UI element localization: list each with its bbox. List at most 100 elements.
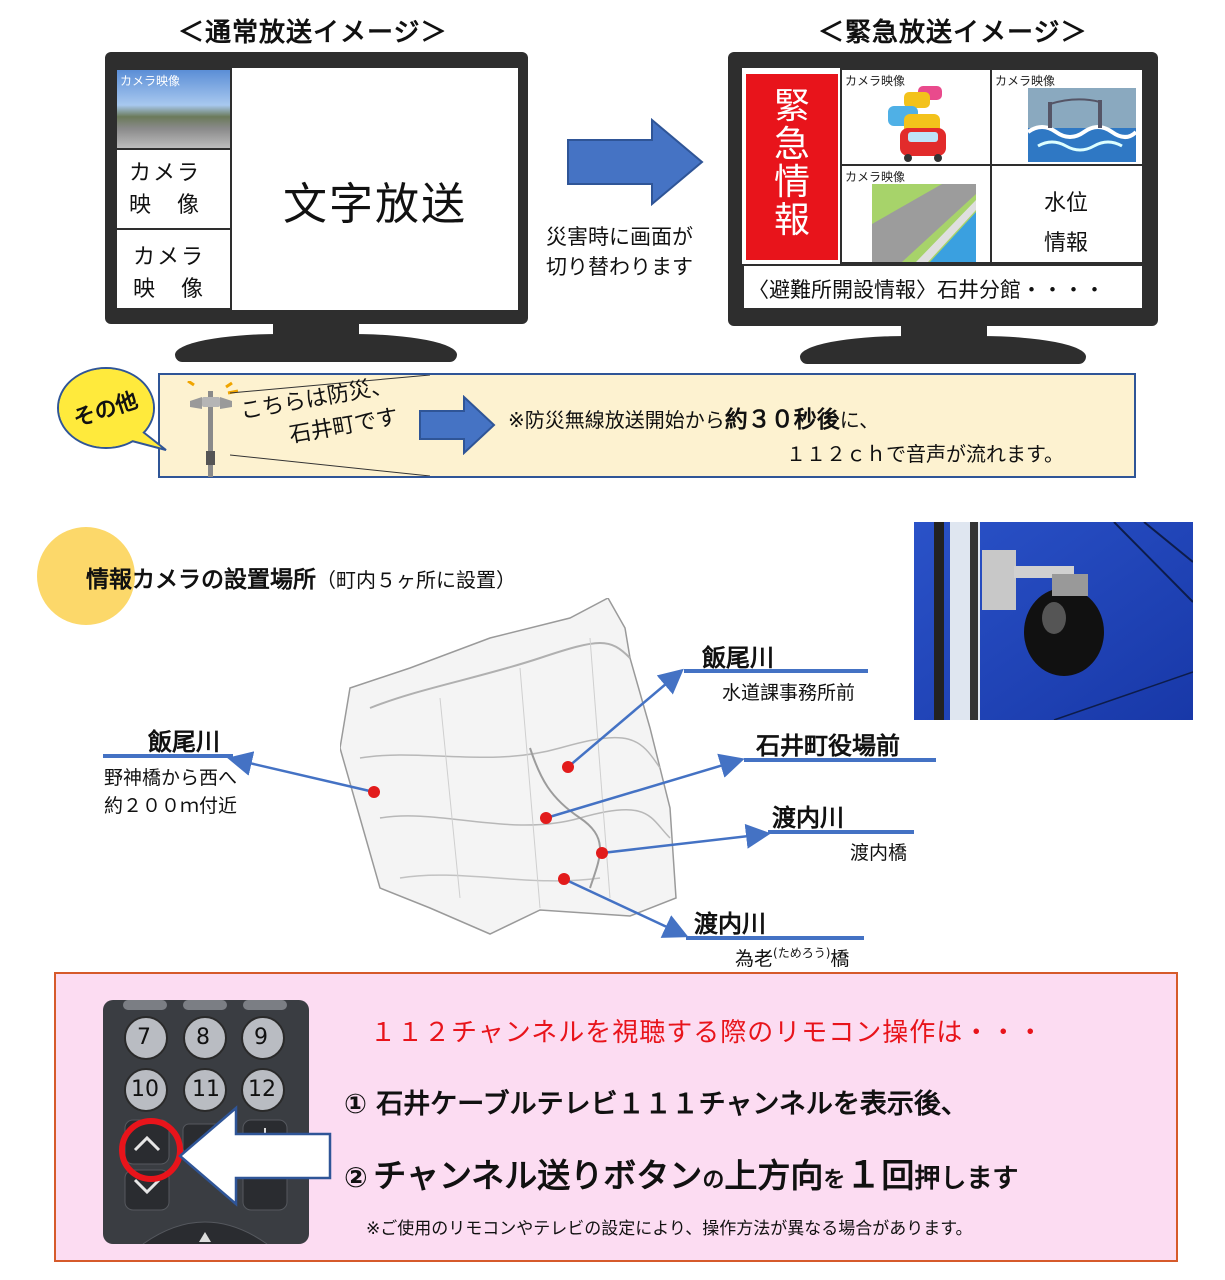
river-camera-cell: カメラ映像 bbox=[840, 164, 992, 264]
notice-line1: ※防災無線放送開始から約３０秒後に、 bbox=[508, 403, 1064, 437]
location-4-detail: 渡内橋 bbox=[850, 842, 908, 864]
camera-cell-2-line1: カメラ bbox=[133, 245, 206, 270]
step2-press: 押します bbox=[914, 1164, 1019, 1194]
transition-caption-line1: 災害時に画面が bbox=[546, 225, 693, 249]
flood-camera-cell: カメラ映像 bbox=[990, 68, 1144, 166]
town-map bbox=[340, 598, 677, 935]
notice-suffix: に、 bbox=[839, 408, 880, 432]
emergency-broadcast-heading: ＜緊急放送イメージ＞ bbox=[818, 18, 1088, 48]
traffic-camera-label: カメラ映像 bbox=[845, 74, 906, 88]
notice-line2: １１２ｃｈで音声が流れます。 bbox=[786, 442, 1064, 466]
camera-locations-subtitle: （町内５ヶ所に設置） bbox=[316, 568, 516, 592]
camera-cell-1-line2: 映 像 bbox=[129, 193, 202, 218]
step2-one: １ bbox=[845, 1155, 882, 1196]
flood-camera-label: カメラ映像 bbox=[995, 74, 1056, 88]
speaker-pole-icon bbox=[187, 381, 239, 477]
remote-key-10[interactable]: 10 bbox=[131, 1077, 159, 1102]
water-level-cell: 水位 情報 bbox=[990, 164, 1144, 264]
location-marker bbox=[558, 873, 570, 885]
connector-tonai-bridge bbox=[601, 823, 771, 855]
remote-heading: １１２チャンネルを視聴する際のリモコン操作は・・・ bbox=[370, 1018, 1045, 1048]
emergency-banner-text: 緊急情報 bbox=[773, 86, 810, 241]
normal-broadcast-heading: ＜通常放送イメージ＞ bbox=[178, 18, 448, 48]
other-info-box: こちらは防災、 石井町です ※防災無線放送開始から約３０秒後に、 １１２ｃｈで音… bbox=[158, 373, 1136, 478]
channel-up-highlight bbox=[119, 1118, 183, 1182]
camera-cell-2-line2: 映 像 bbox=[133, 277, 206, 302]
emergency-ticker-text: 〈避難所開設情報〉石井分館・・・・ bbox=[748, 278, 1105, 302]
section-marker-circle bbox=[37, 527, 135, 625]
traffic-jam-icon bbox=[888, 86, 946, 162]
flood-icon bbox=[1028, 88, 1136, 162]
emergency-banner: 緊急情報 bbox=[746, 74, 838, 260]
location-3-underline bbox=[744, 758, 936, 762]
normal-tv-base bbox=[175, 334, 457, 362]
remote-note: ※ご使用のリモコンやテレビの設定により、操作方法が異なる場合があります。 bbox=[366, 1219, 973, 1239]
location-5-detail-main: 為老 bbox=[735, 948, 774, 970]
camera-photo bbox=[914, 522, 1193, 720]
step2-no: の bbox=[702, 1168, 725, 1193]
location-1-detail-line1: 野神橋から西へ bbox=[104, 767, 238, 789]
remote-key-8[interactable]: 8 bbox=[196, 1025, 210, 1050]
step2-up: 上方向 bbox=[724, 1156, 824, 1195]
location-5-underline bbox=[686, 936, 864, 940]
remote-step1: ① 石井ケーブルテレビ１１１チャンネルを表示後、 bbox=[344, 1089, 968, 1120]
camera-locations-heading: 情報カメラの設置場所 bbox=[86, 567, 316, 593]
connector-tameroo-bridge bbox=[563, 877, 689, 938]
notice-arrow-icon bbox=[419, 395, 496, 455]
emergency-tv-base bbox=[800, 336, 1086, 364]
location-3-name: 石井町役場前 bbox=[756, 732, 900, 760]
connector-iio-water bbox=[567, 668, 684, 768]
location-1-underline bbox=[103, 754, 233, 758]
location-5-detail-ruby: (ためろう) bbox=[773, 946, 831, 960]
remote-key-7[interactable]: 7 bbox=[137, 1025, 151, 1050]
remote-key-12[interactable]: 12 bbox=[248, 1077, 276, 1102]
camera-cell-2: カメラ 映 像 bbox=[115, 228, 232, 310]
river-icon bbox=[872, 184, 976, 262]
notice-text: ※防災無線放送開始から約３０秒後に、 １１２ｃｈで音声が流れます。 bbox=[508, 403, 1064, 471]
normal-tv-screen: カメラ映像 カメラ 映 像 カメラ 映 像 文字放送 bbox=[115, 68, 518, 310]
notice-prefix: ※防災無線放送開始から bbox=[508, 408, 725, 432]
remote-key-9[interactable]: 9 bbox=[254, 1025, 268, 1050]
camera-image-label: カメラ映像 bbox=[120, 74, 181, 88]
remote-step2: ② チャンネル送りボタンの上方向を１回押します bbox=[344, 1146, 1018, 1198]
connector-town-office bbox=[545, 753, 745, 820]
water-level-line1: 水位 bbox=[1044, 191, 1089, 216]
transition-caption-line2: 切り替わります bbox=[546, 255, 693, 279]
emergency-tv: 緊急情報 カメラ映像 カメラ映像 bbox=[728, 52, 1158, 326]
location-2-underline bbox=[684, 669, 868, 673]
location-5-detail-end: 橋 bbox=[830, 948, 850, 970]
location-2-detail: 水道課事務所前 bbox=[722, 682, 856, 704]
connector-iio-west bbox=[227, 751, 375, 794]
location-1-detail: 野神橋から西へ 約２００ｍ付近 bbox=[104, 764, 237, 820]
location-marker bbox=[540, 812, 552, 824]
transition-caption: 災害時に画面が 切り替わります bbox=[546, 222, 693, 282]
step2-wo: を bbox=[823, 1168, 846, 1193]
water-level-line2: 情報 bbox=[1044, 231, 1089, 256]
river-camera-label: カメラ映像 bbox=[845, 170, 906, 184]
location-1-name: 飯尾川 bbox=[148, 728, 220, 756]
location-4-underline bbox=[768, 830, 914, 834]
sound-lines-decoration bbox=[230, 375, 430, 476]
step2-number: ② bbox=[344, 1161, 368, 1194]
location-2-name: 飯尾川 bbox=[702, 644, 774, 672]
camera-locations-title: 情報カメラの設置場所（町内５ヶ所に設置） bbox=[86, 560, 516, 594]
point-arrow-icon bbox=[178, 1105, 332, 1207]
location-1-detail-line2: 約２００ｍ付近 bbox=[104, 795, 238, 817]
location-marker bbox=[562, 761, 574, 773]
emergency-ticker: 〈避難所開設情報〉石井分館・・・・ bbox=[742, 264, 1144, 310]
camera-cell-1: カメラ 映 像 bbox=[115, 148, 232, 230]
remote-key-11[interactable]: 11 bbox=[192, 1077, 220, 1102]
remote-control-image: 7 8 9 10 11 12 bbox=[103, 1000, 309, 1244]
other-badge-bubble bbox=[57, 367, 167, 451]
step2-channel-button: チャンネル送りボタン bbox=[373, 1156, 703, 1195]
location-marker bbox=[368, 786, 380, 798]
switch-arrow-icon bbox=[567, 118, 704, 206]
location-4-name: 渡内川 bbox=[772, 804, 844, 832]
location-marker bbox=[596, 847, 608, 859]
emergency-tv-screen: 緊急情報 カメラ映像 カメラ映像 bbox=[742, 68, 1144, 310]
notice-highlight: 約３０秒後 bbox=[724, 407, 840, 433]
camera-cell-1-line1: カメラ bbox=[129, 161, 202, 186]
traffic-camera-cell: カメラ映像 bbox=[840, 68, 992, 166]
location-5-detail: 為老(ためろう)橋 bbox=[735, 944, 849, 971]
